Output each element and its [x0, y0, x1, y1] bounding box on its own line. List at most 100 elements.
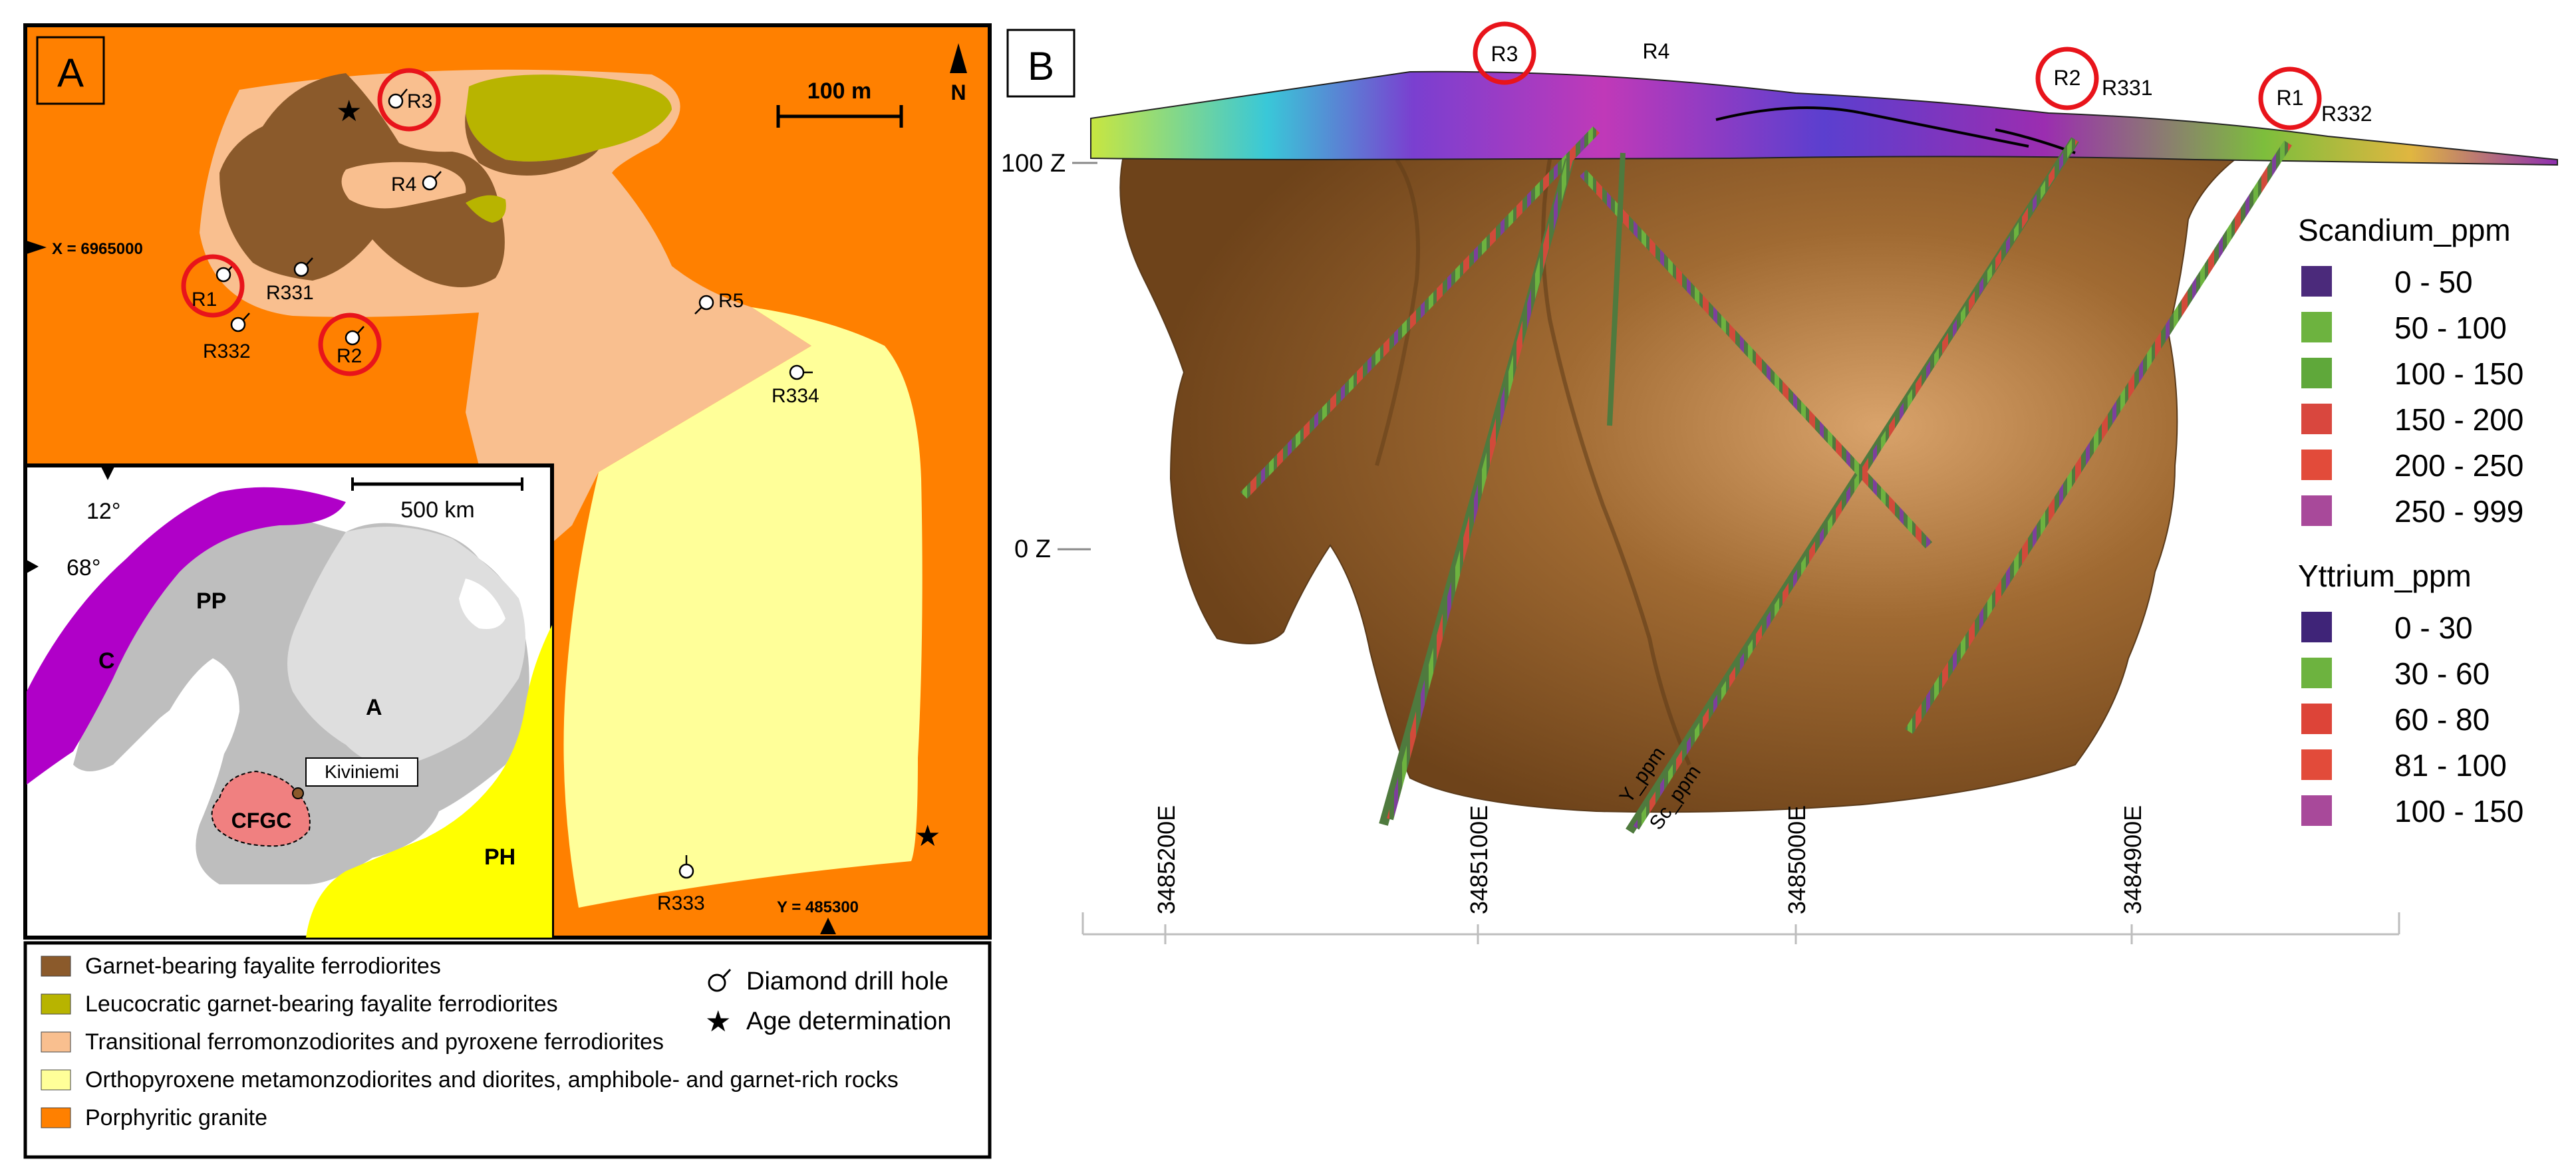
inset-label-c: C — [98, 648, 115, 674]
drill-hole-icon — [388, 93, 404, 109]
inset-region-ph — [306, 625, 552, 938]
drill-hole-label: R3 — [407, 90, 432, 112]
easting-tick: 3485000E — [1783, 805, 1810, 944]
legend-swatch — [2301, 612, 2332, 642]
highlight-circle — [318, 313, 382, 376]
hole-label-r2: R2 — [2035, 47, 2099, 110]
drill-hole-icon — [789, 364, 805, 380]
coord-x-label: X = 6965000 — [52, 240, 143, 258]
legend-bin-row: 100 - 150 — [2301, 794, 2523, 829]
z-label: 0 Z — [1014, 535, 1051, 563]
legend-title-yttrium: Yttrium_ppm — [2298, 559, 2472, 593]
star-icon: ★ — [336, 94, 362, 128]
legend-symbol-label: Diamond drill hole — [746, 968, 948, 995]
inset-white-inlet — [68, 658, 239, 888]
easting-tick: 3484900E — [2119, 805, 2146, 944]
drill-hole-label: R1 — [192, 289, 217, 311]
legend-bin-row: 100 - 150 — [2301, 356, 2523, 391]
drill-trace — [1387, 158, 1573, 821]
easting-axis: 3485200E 3485100E 3485000E 3484900E — [1081, 805, 2400, 944]
north-arrow-icon: N — [950, 43, 967, 104]
site-label-box — [305, 757, 418, 787]
legend-unit-row: Porphyritic granite — [41, 1105, 267, 1130]
legend-bin-row: 0 - 30 — [2301, 610, 2473, 645]
inset-white-lake — [459, 579, 505, 629]
inset-region-cfgc — [211, 770, 311, 847]
inset-scale-label: 500 km — [400, 497, 475, 523]
legend-bin-label: 100 - 150 — [2394, 356, 2523, 391]
drill-hole-icon — [708, 974, 726, 992]
drill-hole-label: R332 — [203, 340, 251, 362]
easting-tick: 3485200E — [1153, 805, 1180, 944]
inset-lat-label: 68° — [67, 555, 100, 581]
legend-swatch — [2301, 704, 2332, 734]
easting-label: 3484900E — [2119, 805, 2146, 914]
legend-bin-label: 100 - 150 — [2394, 794, 2523, 829]
legend-swatch — [2301, 266, 2332, 297]
drill-hole-icon — [293, 261, 309, 277]
drill-hole-icon — [215, 267, 231, 283]
drill-hole-r1: R1 — [181, 254, 245, 318]
legend-bin-row: 60 - 80 — [2301, 702, 2490, 737]
surface-contour — [1715, 106, 2029, 148]
hole-label-r3: R3 — [1473, 21, 1536, 85]
legend-a-frame — [23, 941, 992, 1159]
legend-bin-label: 30 - 60 — [2394, 656, 2490, 691]
drill-hole-r334: R334 — [772, 364, 819, 407]
easting-label: 3485100E — [1465, 805, 1493, 914]
hole-label-r1: R1 — [2258, 66, 2322, 130]
unit-leucocratic-rim — [465, 113, 599, 176]
legend-bin-row: 81 - 100 — [2301, 748, 2507, 783]
drill-hole-icon — [698, 295, 714, 311]
drill-hole-label: R334 — [772, 385, 819, 407]
legend-unit-row: Leucocratic garnet-bearing fayalite ferr… — [41, 991, 558, 1017]
panel-b: B Y_ppm Sc_ppm R3 R4 — [1001, 21, 2558, 944]
legend-bin-label: 0 - 30 — [2394, 610, 2473, 645]
drill-hole-label: R5 — [718, 290, 744, 312]
legend-a: Garnet-bearing fayalite ferrodioritesLeu… — [23, 941, 992, 1159]
site-marker-icon — [292, 787, 304, 799]
drill-hole-r5: R5 — [694, 290, 744, 315]
legend-swatch — [2301, 795, 2332, 826]
inset-region-c — [27, 487, 346, 785]
easting-label: 3485000E — [1783, 805, 1810, 914]
legend-bin-label: 250 - 999 — [2394, 494, 2523, 529]
drill-hole-label: R331 — [266, 282, 314, 304]
legend-swatch — [41, 1107, 71, 1128]
legend-symbol-drill: Diamond drill hole — [708, 968, 948, 995]
drill-trace — [1240, 126, 1600, 499]
legend-bin-label: 81 - 100 — [2394, 748, 2507, 783]
legend-bin-row: 50 - 100 — [2301, 311, 2507, 345]
legend-unit-label: Leucocratic garnet-bearing fayalite ferr… — [85, 991, 558, 1017]
coord-y-label: Y = 485300 — [777, 898, 859, 916]
legend-bin-label: 60 - 80 — [2394, 702, 2490, 737]
legend-unit-row: Orthopyroxene metamonzodiorites and dior… — [41, 1067, 899, 1093]
drill-hole-label: R333 — [657, 892, 705, 914]
legend-swatch — [2301, 312, 2332, 342]
scale-bar-100m: 100 m — [776, 78, 903, 128]
legend-bin-label: 0 - 50 — [2394, 265, 2473, 299]
drill-trace — [1607, 152, 1626, 426]
inset-label-ph: PH — [484, 844, 515, 870]
drill-hole-r4: R4 — [391, 171, 442, 195]
scale-bar-label: 100 m — [807, 78, 871, 104]
drill-hole-r331: R331 — [266, 257, 314, 304]
panel-a-letter: A — [57, 51, 84, 95]
star-icon: ★ — [705, 1005, 731, 1039]
inset-label-a: A — [366, 695, 382, 720]
drill-trace — [1905, 140, 2292, 734]
legend-swatch — [2301, 404, 2332, 434]
drill-traces — [1240, 126, 2292, 834]
drill-trace — [1579, 170, 1933, 549]
legend-unit-row: Garnet-bearing fayalite ferrodiorites — [41, 954, 441, 979]
hole-label: R3 — [1491, 42, 1518, 66]
legend-swatch — [2301, 358, 2332, 388]
legend-swatch — [41, 1031, 71, 1053]
legend-symbol-label: Age determination — [746, 1007, 951, 1035]
panel-b-letter-box — [1006, 29, 1075, 98]
highlight-circle — [181, 254, 245, 318]
drill-hole-icon — [422, 175, 438, 191]
legend-swatch — [2301, 495, 2332, 526]
legend-bin-row: 250 - 999 — [2301, 494, 2523, 529]
